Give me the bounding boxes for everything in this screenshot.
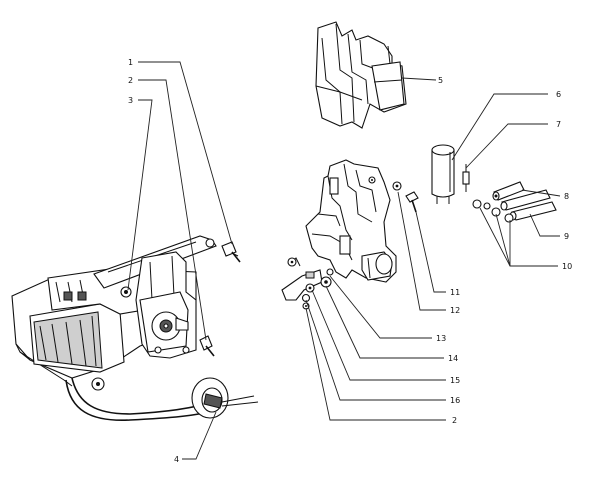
callout-14: 14 xyxy=(448,354,458,363)
callout-15: 15 xyxy=(450,376,460,385)
part-4-cable-clamp xyxy=(191,377,259,419)
part-8-9-10-plugs xyxy=(472,181,557,223)
callout-9: 9 xyxy=(564,232,569,241)
part-7-resistor xyxy=(462,164,470,192)
callout-11: 11 xyxy=(450,288,460,297)
callout-1: 1 xyxy=(128,58,133,67)
part-1-screw xyxy=(221,241,241,263)
part-6-capacitor xyxy=(431,144,455,204)
part-13-16-bracket-hardware xyxy=(281,257,334,310)
part-3-screw xyxy=(120,286,132,298)
callout-12: 12 xyxy=(450,306,460,315)
middle-housing xyxy=(305,159,397,283)
callout-13: 13 xyxy=(436,334,446,343)
leader-lines xyxy=(127,61,561,460)
callout-4: 4 xyxy=(174,455,179,464)
callout-10: 10 xyxy=(562,262,572,271)
part-11-12-screw-washer xyxy=(392,181,419,213)
callout-6: 6 xyxy=(556,90,561,99)
callout-5: 5 xyxy=(438,76,443,85)
callout-7: 7 xyxy=(556,120,561,129)
left-assembly xyxy=(11,235,217,421)
callout-3: 3 xyxy=(128,96,133,105)
callout-2: 2 xyxy=(128,76,133,85)
part-2-screw xyxy=(199,335,215,357)
callout-labels: 1 2 3 4 5 6 7 8 9 10 11 12 13 14 15 16 2 xyxy=(128,58,572,464)
part-5-cover xyxy=(315,21,407,129)
callout-8: 8 xyxy=(564,192,569,201)
callout-16: 16 xyxy=(450,396,460,405)
callout-2-bottom: 2 xyxy=(452,416,457,425)
